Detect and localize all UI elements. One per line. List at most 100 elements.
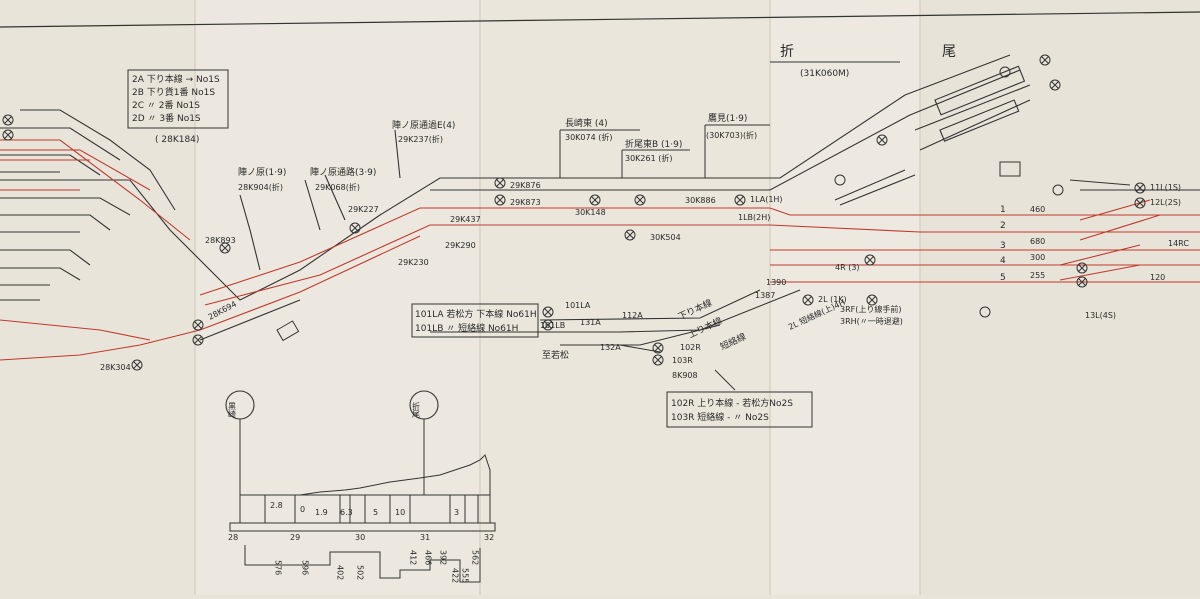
track-5-label: 5 xyxy=(1000,273,1006,283)
label-humi-1: 陣ノ原(1·9) xyxy=(238,166,286,178)
signal-icon xyxy=(542,319,554,331)
building-icon xyxy=(999,161,1021,177)
sig-13l: 13L(4S) xyxy=(1085,311,1116,320)
sig-29k437: 29K437 xyxy=(450,215,481,224)
track-1-label: 1 xyxy=(1000,205,1006,215)
sig-103r: 103R xyxy=(672,356,693,365)
sig-29k876: 29K876 xyxy=(510,181,541,190)
track-4-label: 4 xyxy=(1000,256,1006,266)
sig-460: 460 xyxy=(1030,205,1045,214)
signal-icon xyxy=(2,129,14,141)
sig-11l: 11L(1S) xyxy=(1150,183,1181,192)
signal-icon xyxy=(1076,276,1088,288)
signal-icon xyxy=(652,354,664,366)
signal-icon xyxy=(1134,197,1146,209)
black-tracks xyxy=(0,54,1200,353)
box-101-line-1: 101LA 若松方 下本線 No61H xyxy=(415,308,537,320)
signal-icon xyxy=(494,177,506,189)
sig-29k290: 29K290 xyxy=(445,241,476,250)
dist-402: 402 xyxy=(336,565,345,580)
sig-680: 680 xyxy=(1030,237,1045,246)
box-102-line-1: 102R 上り本線 - 若松方No2S xyxy=(671,397,793,409)
dist-502: 502 xyxy=(356,565,365,580)
km-31: 31 xyxy=(420,533,430,542)
signal-icon xyxy=(1049,79,1061,91)
signal-icon xyxy=(349,222,361,234)
signal-icon xyxy=(634,194,646,206)
signal-icon xyxy=(1039,54,1051,66)
sig-120: 120 xyxy=(1150,273,1165,282)
legend-line-1: 2A 下り本線 → No1S xyxy=(132,73,220,85)
red-tracks xyxy=(0,139,1200,361)
signal-icon xyxy=(624,229,636,241)
dist-555: 555 xyxy=(461,568,470,583)
signal-icon xyxy=(589,194,601,206)
dist-596: 596 xyxy=(301,560,310,575)
signals xyxy=(2,54,1146,371)
profile-orio: 折尾 xyxy=(412,401,421,419)
sig-3rf: 3RF(上り線手前) xyxy=(840,304,902,314)
shunt-signal-icon xyxy=(1052,184,1064,196)
signal-icon xyxy=(131,359,143,371)
dist-422: 422 xyxy=(451,568,460,583)
sig-28k304: 28K304 xyxy=(100,363,131,372)
km-28: 28 xyxy=(228,533,238,542)
track-2-label: 2 xyxy=(1000,221,1006,231)
sig-30k504: 30K504 xyxy=(650,233,681,242)
label-humi-3-km: 29K068(折) xyxy=(315,182,360,192)
box-102 xyxy=(666,391,813,428)
dist-562: 562 xyxy=(471,550,480,565)
signal-icon xyxy=(876,134,888,146)
sig-29k230: 29K230 xyxy=(398,258,429,267)
label-orio-east-b: 折尾東B (1·9) xyxy=(625,138,682,150)
left-legend-box xyxy=(127,69,229,129)
sig-131a: 131A xyxy=(580,318,601,327)
sig-29k873: 29K873 xyxy=(510,198,541,207)
dist-412: 412 xyxy=(409,550,418,565)
sig-30k148: 30K148 xyxy=(575,208,606,217)
dist-576: 576 xyxy=(274,560,283,575)
sig-132a: 132A xyxy=(600,343,621,352)
signal-icon xyxy=(1134,182,1146,194)
box-102-line-2: 103R 短絡線 - 〃 No2S xyxy=(671,411,769,423)
sig-101lb: 101LB xyxy=(540,321,565,330)
grad-3: 3 xyxy=(454,508,459,517)
signal-icon xyxy=(192,334,204,346)
signal-icon xyxy=(542,306,554,318)
km-32: 32 xyxy=(484,533,494,542)
shunt-signal-icon xyxy=(834,174,846,186)
leader-arrow xyxy=(714,369,736,391)
legend-line-4: 2D 〃 3番 No1S xyxy=(132,112,201,124)
signal-icon xyxy=(192,319,204,331)
signal-icon xyxy=(864,254,876,266)
label-humi-4: 陣ノ原通過E(4) xyxy=(392,119,455,131)
grad-19: 1.9 xyxy=(315,508,328,517)
km-30: 30 xyxy=(355,533,365,542)
sig-12l: 12L(2S) xyxy=(1150,198,1181,207)
sig-14rc: 14RC xyxy=(1168,239,1189,248)
sig-8k908: 8K908 xyxy=(672,371,698,380)
label-nagasaki-east: 長崎東 (4) xyxy=(565,117,608,129)
sig-101la: 101LA xyxy=(565,301,591,310)
sig-29k227: 29K227 xyxy=(348,205,379,214)
signal-icon xyxy=(802,294,814,306)
building-icon xyxy=(276,320,300,342)
sig-1387: 1387 xyxy=(755,291,775,300)
sig-30k886: 30K886 xyxy=(685,196,716,205)
grad-0: 0 xyxy=(300,505,305,514)
km-29: 29 xyxy=(290,533,300,542)
station-name: 折 尾 xyxy=(780,44,996,60)
label-takami-km: (30K703)(折) xyxy=(706,130,757,140)
grad-63: 6.3 xyxy=(340,508,353,517)
box-101-line-2: 101LB 〃 短絡線 No61H xyxy=(415,322,518,334)
label-humi-4-km: 29K237(折) xyxy=(398,134,443,144)
sig-1390: 1390 xyxy=(766,278,786,287)
sig-1lb: 1LB(2H) xyxy=(738,213,770,222)
label-to-wakamatsu: 至若松 xyxy=(542,349,569,361)
sig-112a: 112A xyxy=(622,311,643,320)
sig-102r: 102R xyxy=(680,343,701,352)
legend-line-3: 2C 〃 2番 No1S xyxy=(132,99,200,111)
legend-sub: ( 28K184) xyxy=(155,135,199,145)
